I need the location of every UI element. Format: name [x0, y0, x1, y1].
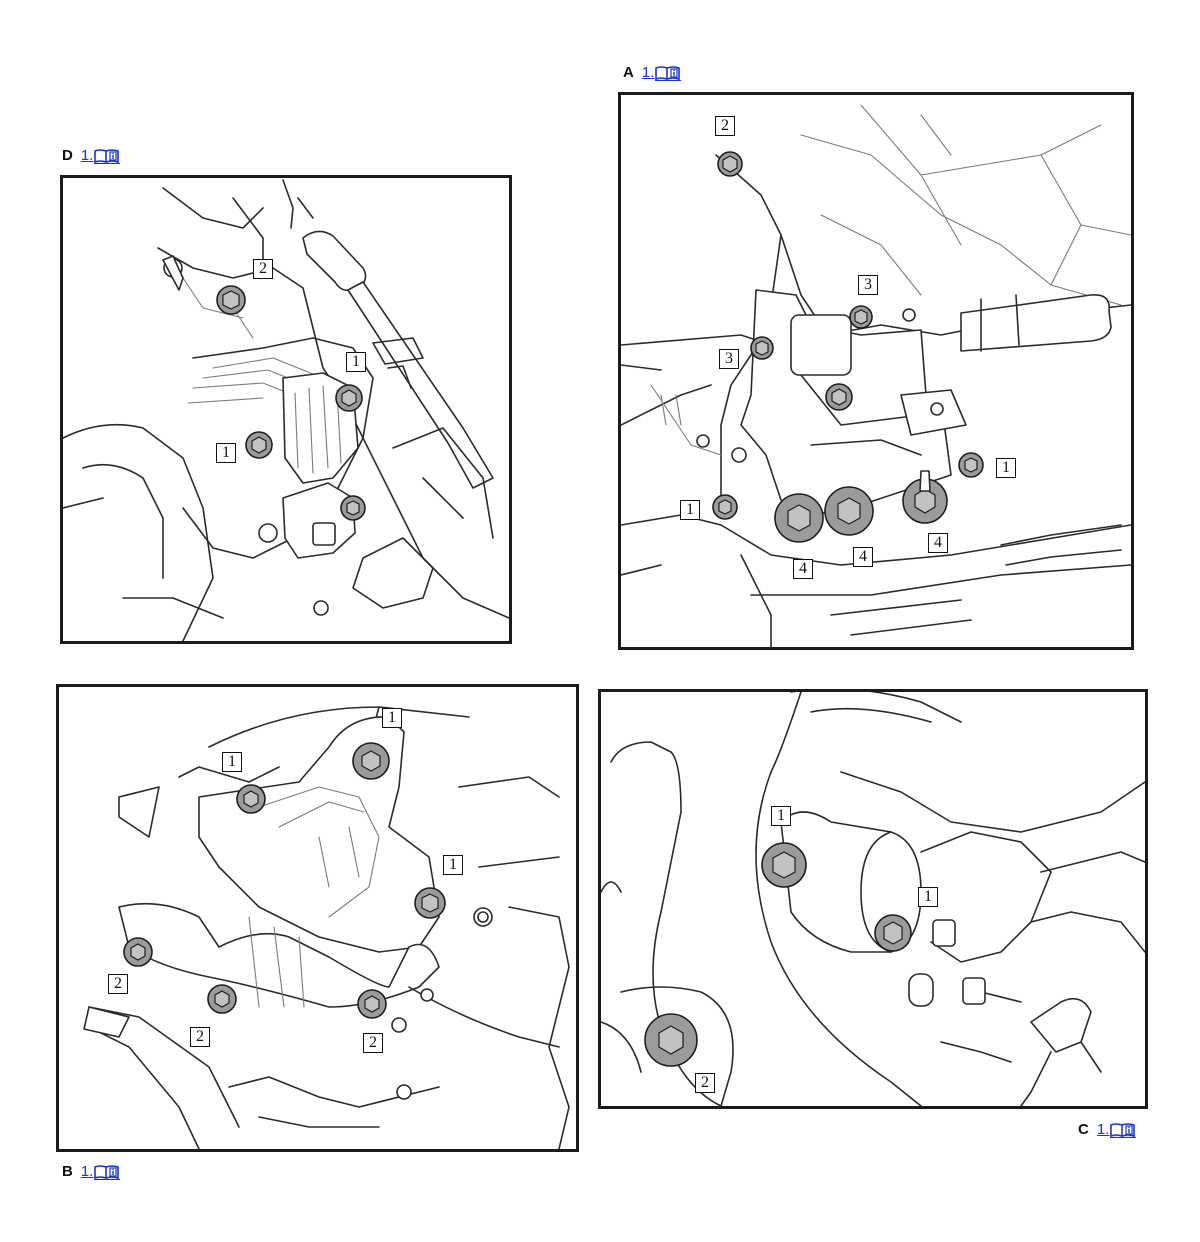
bolt [958, 452, 984, 478]
view-d-caption: D 1. [62, 147, 121, 165]
bolt [245, 431, 273, 459]
bolt [123, 937, 153, 967]
callout-4: 4 [853, 547, 873, 567]
callout-2: 2 [695, 1073, 715, 1093]
view-a-panel: 2 3 3 1 1 4 4 4 [618, 92, 1134, 650]
view-d-drawing [63, 179, 509, 641]
bolt [824, 486, 874, 536]
view-b-panel: 1 1 1 2 2 2 [56, 684, 579, 1152]
reference-label: 1. [1096, 1121, 1110, 1138]
reference-label: 1. [80, 147, 94, 164]
view-d-reference-link[interactable]: 1. [81, 147, 121, 165]
callout-2: 2 [363, 1033, 383, 1053]
reference-label: 1. [641, 64, 655, 81]
bolt [902, 478, 948, 524]
view-letter: C [1078, 1121, 1089, 1138]
view-b-drawing [83, 706, 570, 1149]
bolt [849, 305, 873, 329]
callout-1: 1 [222, 752, 242, 772]
view-a-caption: A 1. [623, 64, 682, 82]
callout-1: 1 [216, 443, 236, 463]
view-a-drawing [621, 104, 1131, 647]
callout-2: 2 [715, 116, 735, 136]
reference-label: 1. [80, 1163, 94, 1180]
bolt [207, 984, 237, 1014]
bolt [236, 784, 266, 814]
callout-1: 1 [996, 458, 1016, 478]
callout-1: 1 [382, 708, 402, 728]
bolt [644, 1013, 698, 1067]
manual-info-icon [655, 66, 682, 81]
view-letter: A [623, 64, 634, 81]
callout-1: 1 [918, 887, 938, 907]
bolt [216, 285, 246, 315]
callout-4: 4 [793, 559, 813, 579]
view-c-caption: C 1. [1078, 1121, 1137, 1139]
bolt [357, 989, 387, 1019]
bolt [761, 842, 807, 888]
bolt [874, 914, 912, 952]
bolt [414, 887, 446, 919]
view-c-reference-link[interactable]: 1. [1097, 1121, 1137, 1139]
view-c-drawing [601, 692, 1145, 1106]
view-letter: D [62, 147, 73, 164]
callout-1: 1 [680, 500, 700, 520]
bolt [750, 336, 774, 360]
view-b-reference-link[interactable]: 1. [81, 1163, 121, 1181]
bolt [774, 493, 824, 543]
callout-2: 2 [253, 259, 273, 279]
bolt [340, 495, 366, 521]
callout-1: 1 [346, 352, 366, 372]
callout-1: 1 [443, 855, 463, 875]
callout-3: 3 [858, 275, 878, 295]
manual-info-icon [1110, 1123, 1137, 1138]
view-a-reference-link[interactable]: 1. [642, 64, 682, 82]
bolt [352, 742, 390, 780]
callout-2: 2 [190, 1027, 210, 1047]
manual-info-icon [94, 1165, 121, 1180]
view-c-panel: 1 1 2 [598, 689, 1148, 1109]
bolt [825, 383, 853, 411]
callout-4: 4 [928, 533, 948, 553]
view-d-panel: 2 1 1 [60, 175, 512, 644]
view-letter: B [62, 1163, 73, 1180]
bolt [712, 494, 738, 520]
view-b-caption: B 1. [62, 1163, 121, 1181]
manual-info-icon [94, 149, 121, 164]
bolt [717, 151, 743, 177]
callout-2: 2 [108, 974, 128, 994]
callout-1: 1 [771, 806, 791, 826]
bolt [335, 384, 363, 412]
callout-3: 3 [719, 349, 739, 369]
